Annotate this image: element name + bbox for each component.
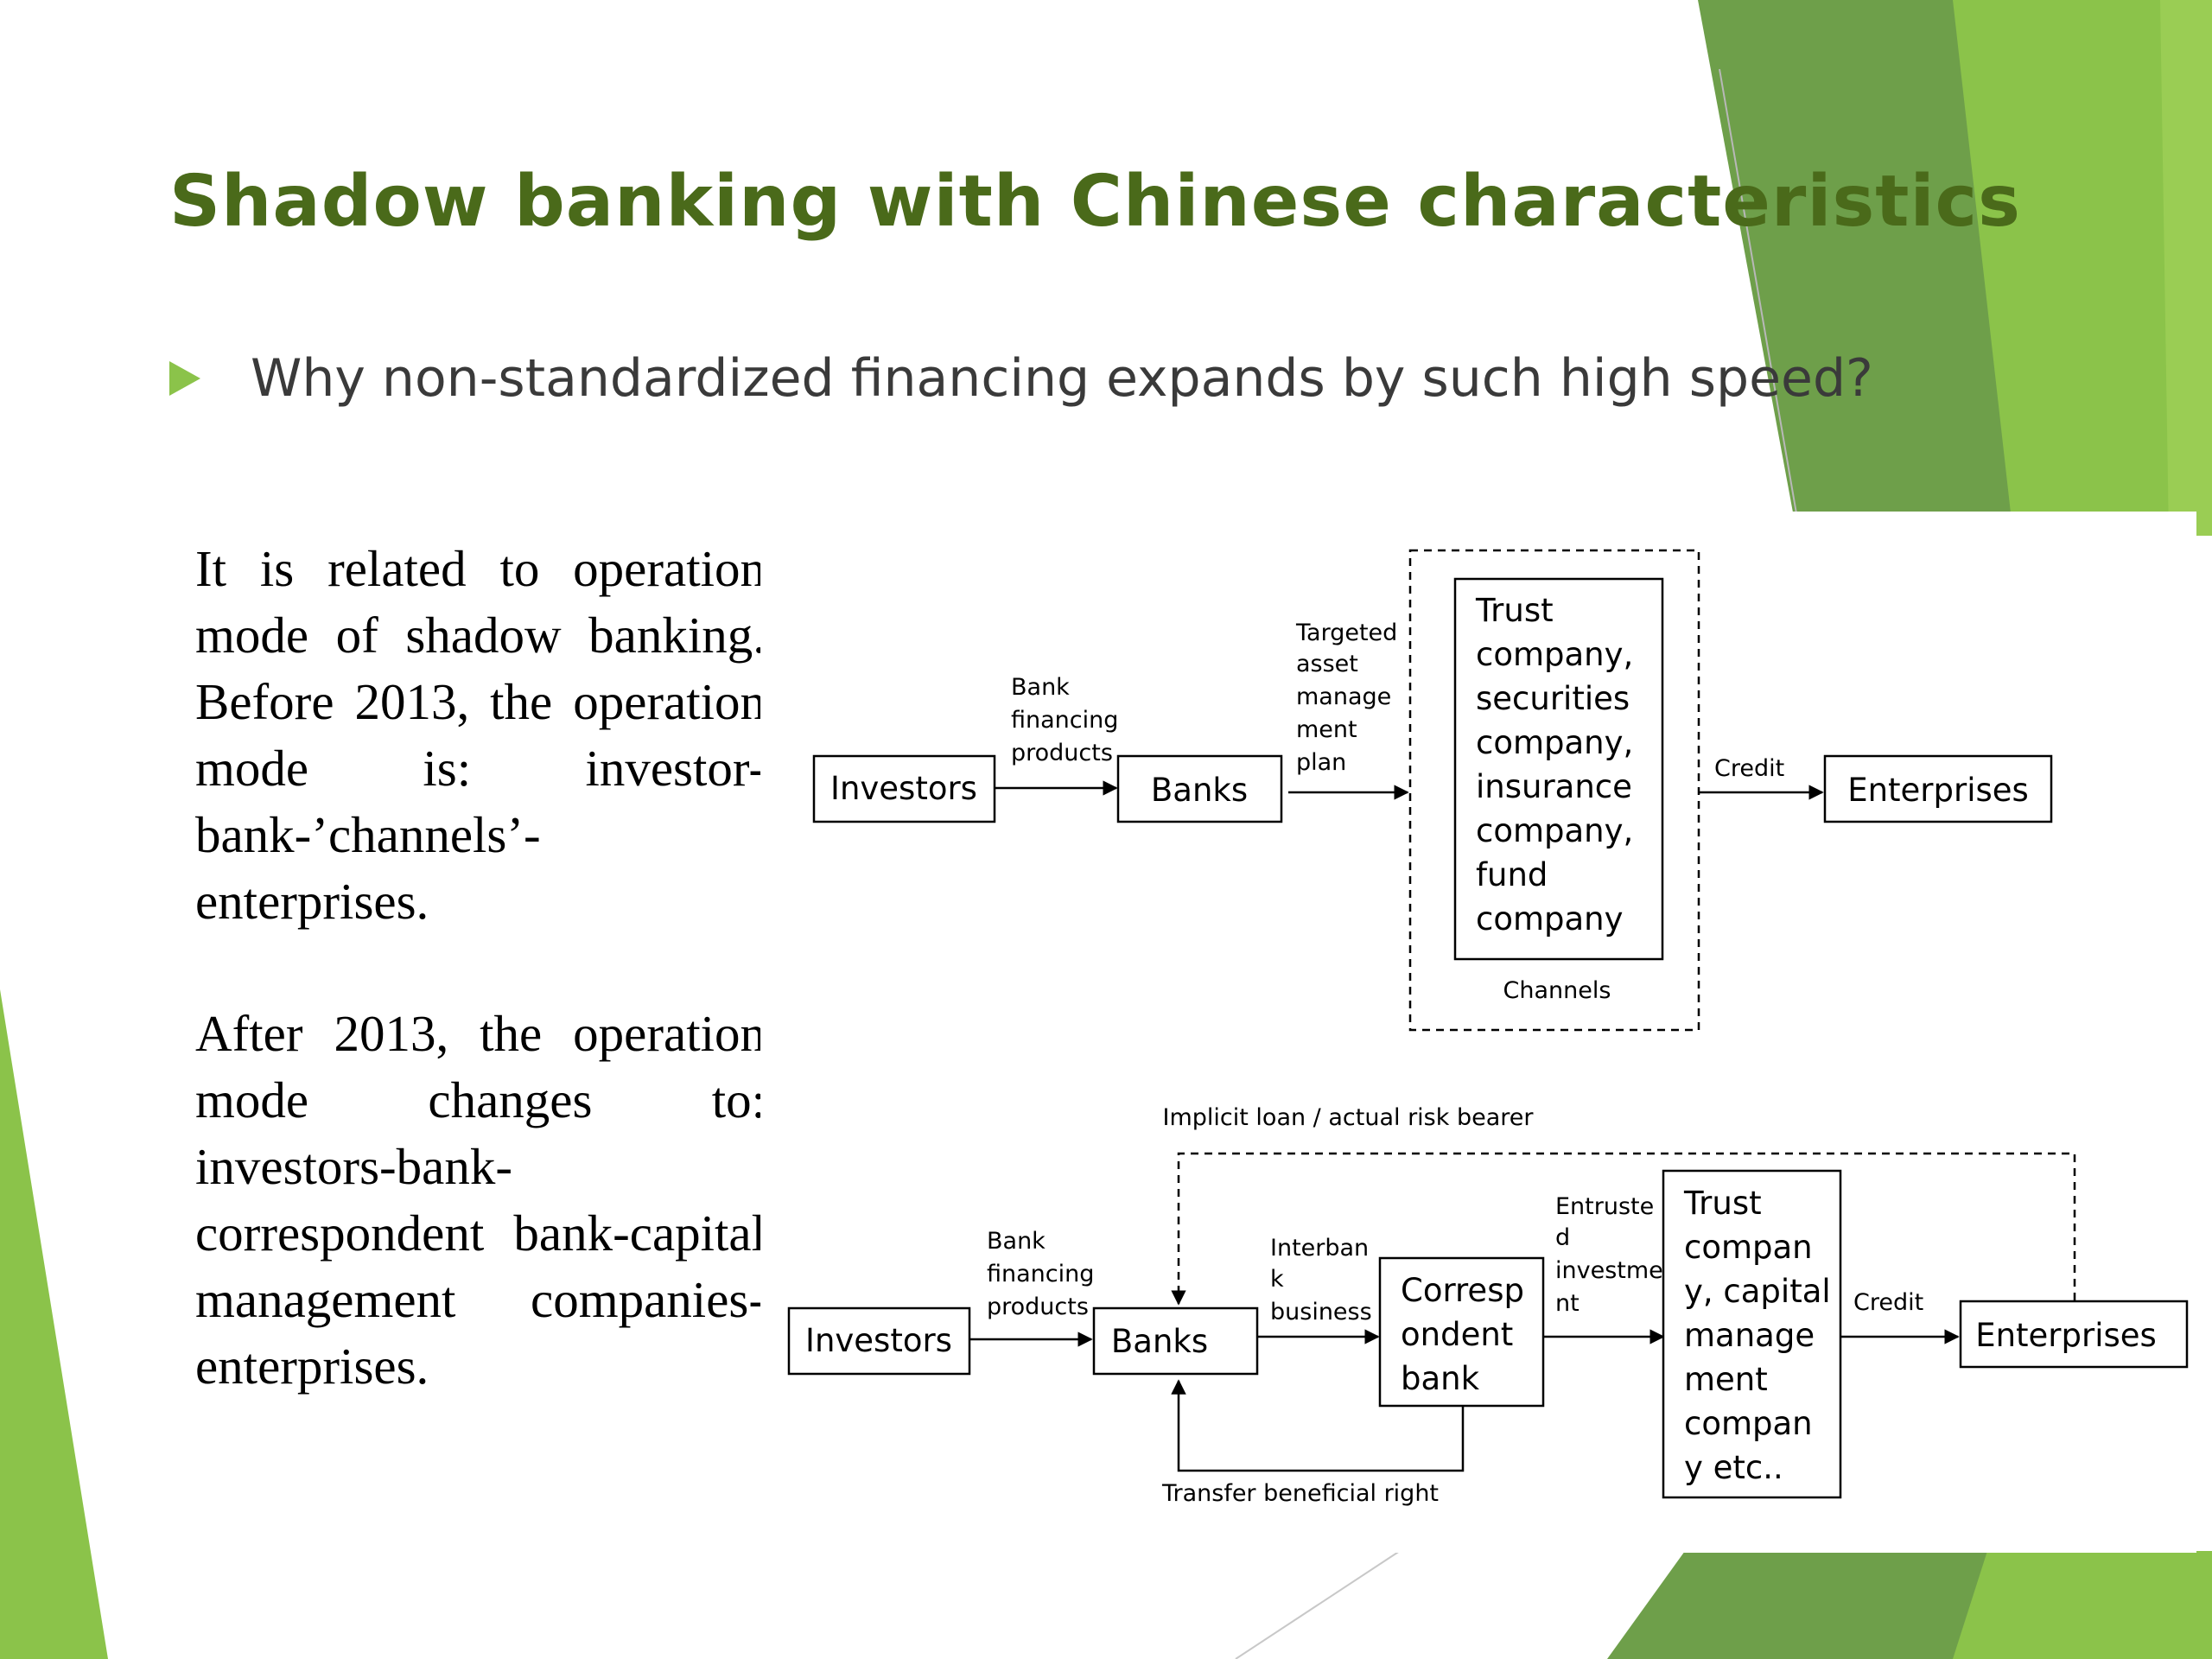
bg-shape-bottom-dark [1607, 1551, 2022, 1659]
top-edge-credit: Credit [1714, 755, 1784, 782]
channels-box-label: Trust company, securities company, insur… [1475, 592, 1643, 938]
channels-dashed-group [1408, 549, 1700, 1032]
diagram-before-2013: Investors Bank financing products Banks … [812, 549, 2053, 1032]
correspondent-bank-box [1378, 1256, 1545, 1408]
bottom-edge-bank-products: Bank financing products [987, 1228, 1102, 1320]
correspondent-bank-label: Corresp ondent bank [1401, 1272, 1535, 1397]
bottom-edge-interbank: Interban k business [1270, 1235, 1376, 1325]
bottom-enterprises-label: Enterprises [1975, 1317, 2157, 1354]
slide-title: Shadow banking with Chinese characterist… [169, 161, 2021, 243]
implicit-loan-label: Implicit loan / actual risk bearer [1163, 1104, 1535, 1131]
implicit-loan-dashed-arrow [1171, 1152, 2076, 1306]
top-investors-label: Investors [830, 770, 977, 807]
bottom-investors-box [787, 1306, 971, 1376]
bottom-enterprises-box [1959, 1300, 2189, 1369]
top-edge-bank-products: Bank financing products [1011, 674, 1126, 766]
top-banks-label: Banks [1151, 772, 1248, 809]
bg-shape-right-light [1953, 0, 2212, 536]
bullet-text: Why non-standardized financing expands b… [251, 348, 1873, 409]
paragraph-before-2013: It is related to operation mode of shado… [195, 540, 766, 930]
bg-thin-line-bottom [1235, 1550, 1401, 1659]
bg-shape-bottom-light [1953, 1551, 2212, 1659]
trust-capital-management-box [1662, 1169, 1842, 1499]
top-edge-targeted-plan: Targeted asset manage ment plan [1295, 620, 1405, 776]
channels-box [1453, 577, 1664, 961]
bg-shape-left [0, 989, 108, 1659]
top-banks-box [1116, 754, 1283, 823]
diagram-after-2013: Implicit loan / actual risk bearer Inves… [787, 1104, 2189, 1507]
transfer-beneficial-right-arrow [1171, 1379, 1465, 1472]
bottom-edge-entrusted: Entruste d investme nt [1555, 1193, 1670, 1317]
bg-thin-line-top [1719, 68, 1798, 519]
top-enterprises-label: Enterprises [1847, 772, 2029, 809]
paragraph-after-2013: After 2013, the operation mode changes t… [195, 1005, 766, 1395]
bg-shape-right-mid [2160, 0, 2212, 536]
channels-caption: Channels [1503, 977, 1611, 1004]
trust-capital-management-label: Trust compan y, capital manage ment comp… [1683, 1185, 1840, 1486]
bottom-investors-label: Investors [805, 1322, 952, 1359]
triangle-bullet-icon [169, 361, 200, 396]
transfer-beneficial-right-label: Transfer beneficial right [1161, 1480, 1439, 1507]
bottom-banks-box [1092, 1306, 1259, 1376]
top-enterprises-box [1823, 754, 2053, 823]
bottom-banks-label: Banks [1111, 1323, 1208, 1360]
bottom-edge-credit: Credit [1853, 1289, 1923, 1316]
operation-mode-diagram: Investors Bank financing products Banks … [787, 549, 2189, 1507]
bullet-item: Why non-standardized financing expands b… [169, 344, 1873, 413]
